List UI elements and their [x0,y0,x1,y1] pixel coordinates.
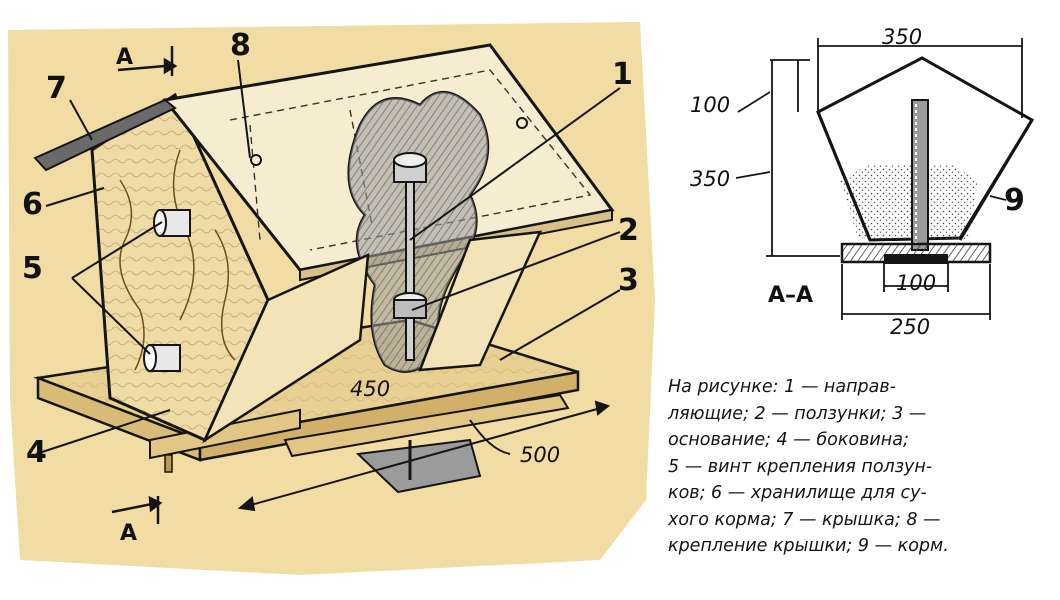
label-1: 1 [612,57,633,92]
label-7: 7 [46,71,67,106]
mount-plate [355,438,482,494]
slider-screws [143,209,191,372]
label-6: 6 [22,187,43,222]
main-dimension-lines [237,400,611,512]
dim-250-base: 250 [890,315,930,339]
dim-350-height: 350 [690,167,730,191]
label-8: 8 [230,28,251,63]
dim-100-slot: 100 [896,271,936,295]
caption-line: 5 — винт крепления ползун- [668,456,933,477]
label-3: 3 [618,263,639,298]
caption-line: На рисунке: 1 — направ- [668,377,896,397]
dim-350-top: 350 [882,25,922,49]
dim-100-roof: 100 [690,93,730,117]
figure-caption: На рисунке: 1 — направ- ляющие; 2 — полз… [668,374,1040,560]
label-9: 9 [1004,183,1025,218]
lid-eave [33,98,177,172]
base-bars [149,393,570,473]
caption-line: крепление крышки; 9 — корм. [668,536,949,556]
section-dimensions [735,38,1023,320]
dim-450: 450 [350,377,390,401]
section-mark-bottom: A [120,521,137,546]
section-title: A–A [768,283,813,308]
caption-line: хого корма; 7 — крышка; 8 — [668,509,941,530]
guide-rod [393,152,427,480]
section-view [816,56,1035,264]
dim-500: 500 [520,443,560,467]
caption-line: основание; 4 — боковина; [668,430,909,450]
cutaway [347,90,490,373]
section-mark-top: A [116,45,133,70]
side-wall [90,92,270,442]
label-4: 4 [26,435,47,470]
label-2: 2 [618,213,639,248]
hopper-walls [202,230,543,444]
label-5: 5 [22,251,43,286]
caption-line: ляющие; 2 — ползунки; 3 — [668,403,927,424]
section-arrows [111,46,178,524]
leader-lines [35,59,621,455]
caption-line: ков; 6 — хранилище для су- [668,483,927,503]
